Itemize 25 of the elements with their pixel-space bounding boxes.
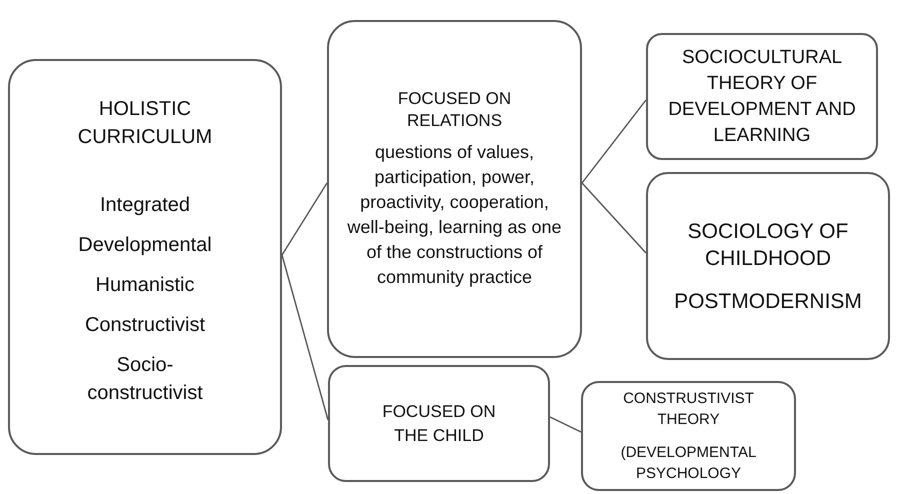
connector-line	[281, 182, 328, 256]
box-text: questions of values, participation, power, proactivity, cooperation, well-being, learning as one of the constructions of community practice	[346, 141, 563, 289]
rounded-box	[581, 381, 796, 491]
box-heading: HOLISTIC CURRICULUM	[76, 97, 214, 150]
rounded-box	[328, 365, 550, 482]
box-heading: CONSTRUSTIVIST THEORY	[622, 389, 755, 430]
rounded-box	[646, 172, 890, 360]
box-text: Integrated	[100, 193, 190, 218]
rounded-box	[646, 33, 878, 160]
connector-line	[581, 182, 647, 254]
box-text: Socio-constructivist	[86, 353, 204, 406]
box-text: Developmental	[78, 233, 212, 258]
connector-line	[550, 416, 582, 433]
box-heading: FOCUSED ON THE CHILD	[381, 400, 497, 446]
box-heading: SOCIOCULTURAL THEORY OF DEVELOPMENT AND LEARNING	[667, 46, 857, 148]
connector-line	[581, 100, 647, 184]
box-heading: FOCUSED ON RELATIONS	[396, 88, 512, 132]
rounded-box	[327, 20, 582, 358]
box-text: POSTMODERNISM	[674, 288, 862, 314]
box-text: Humanistic	[96, 273, 194, 298]
rounded-box	[8, 59, 282, 455]
box-heading: SOCIOLOGY OF CHILDHOOD	[686, 218, 850, 272]
box-text: (DEVELOPMENTAL PSYCHOLOGY	[620, 443, 758, 484]
connector-line	[281, 254, 329, 420]
box-text: Constructivist	[84, 313, 206, 338]
